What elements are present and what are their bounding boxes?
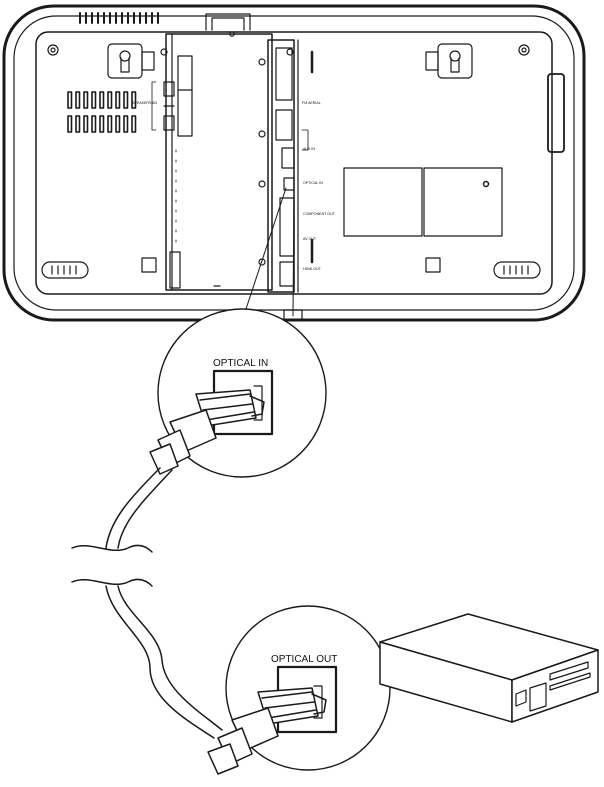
cable-plug-bottom (207, 687, 327, 775)
unit-housing-outer (2, 4, 586, 322)
cable-break-mark (71, 578, 153, 587)
panel-label-av-out: AV OUT (303, 237, 317, 241)
foot-right (493, 261, 541, 279)
cable-plug-top (149, 389, 265, 475)
optical-in-jack (283, 177, 295, 191)
callout-leader-lines (242, 187, 295, 319)
panel-label-speakers: SPEAKERS 8Ω (132, 101, 157, 105)
panel-label-fm-aerial: FM AERIAL (302, 101, 321, 105)
speaker-terminals (151, 81, 175, 131)
optical-in-label: OPTICAL IN (213, 358, 268, 369)
side-handle (547, 73, 565, 153)
panel-label-component-out: COMPONENT OUT (303, 212, 336, 216)
foot-left (41, 261, 89, 279)
corner-screws (47, 44, 530, 56)
top-vent-slots (79, 12, 159, 24)
top-center-tab (205, 13, 251, 31)
external-device (379, 613, 599, 723)
rear-compartment (165, 33, 273, 291)
main-unit-rear: SPEAKERS 8Ω FM AERIAL AUX IN OPTICAL IN … (2, 4, 586, 322)
vent-grille (67, 91, 137, 133)
unit-back-plate (35, 31, 553, 295)
panel-label-optical-in: OPTICAL IN (303, 181, 323, 185)
rating-label-left (343, 167, 423, 237)
cable-break-mark (71, 544, 153, 553)
device-side (511, 649, 599, 723)
optical-cable (71, 389, 327, 775)
optical-out-label: OPTICAL OUT (271, 654, 337, 665)
rating-label-right (423, 167, 503, 237)
wall-mount-keyhole-right (425, 43, 473, 79)
panel-label-hdmi-out: HDMI OUT (303, 267, 322, 271)
wall-mount-keyhole-left (107, 43, 155, 79)
panel-label-aux-in: AUX IN (303, 147, 315, 151)
